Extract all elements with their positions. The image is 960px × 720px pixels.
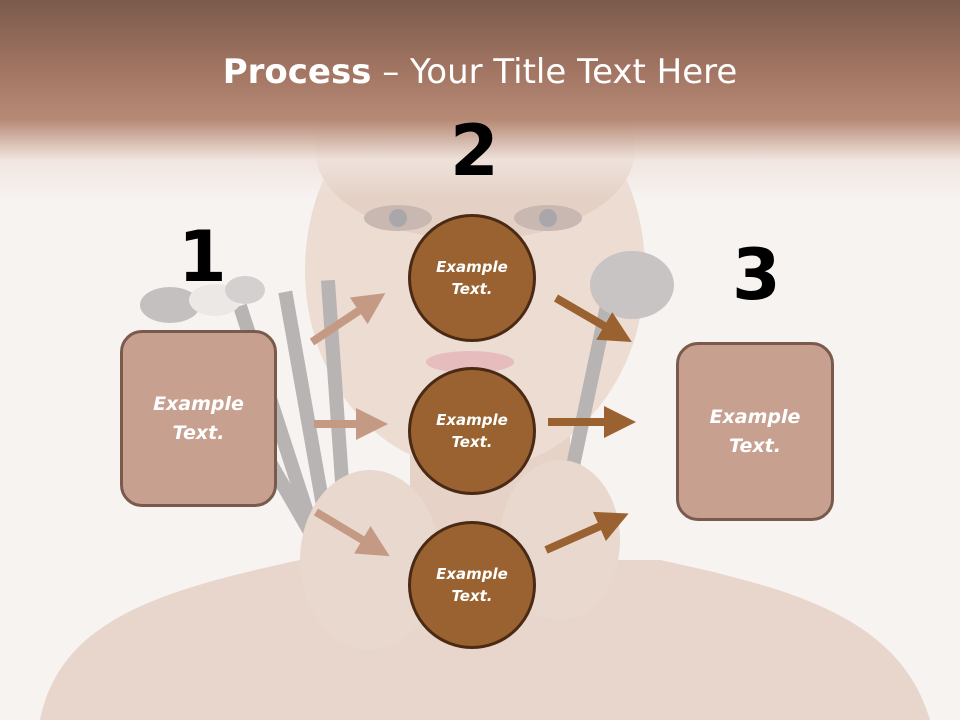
title-bold: Process bbox=[222, 52, 372, 92]
header-band bbox=[0, 0, 960, 200]
arrow-right-top bbox=[553, 294, 632, 343]
step-circle-top: Example Text. bbox=[408, 214, 536, 342]
step-circle-middle: Example Text. bbox=[408, 367, 536, 495]
step-circle-bottom: Example Text. bbox=[408, 521, 536, 649]
step-number-2: 2 bbox=[450, 110, 499, 192]
step-circle-top-text: Example Text. bbox=[436, 257, 508, 299]
step-number-1: 1 bbox=[178, 216, 227, 298]
step-box-3-text: Example Text. bbox=[709, 406, 801, 457]
page-title: Process – Your Title Text Here bbox=[0, 52, 960, 92]
step-circle-middle-text: Example Text. bbox=[436, 410, 508, 452]
step-box-1: Example Text. bbox=[120, 330, 277, 507]
title-rest: – Your Title Text Here bbox=[371, 52, 738, 92]
arrow-left-bottom bbox=[313, 508, 390, 557]
arrow-right-bottom bbox=[544, 511, 629, 554]
step-circle-bottom-text: Example Text. bbox=[436, 564, 508, 606]
arrow-left-top bbox=[309, 293, 386, 346]
step-box-1-text: Example Text. bbox=[153, 393, 244, 444]
step-number-3: 3 bbox=[732, 234, 781, 316]
step-box-3: Example Text. bbox=[676, 342, 834, 521]
